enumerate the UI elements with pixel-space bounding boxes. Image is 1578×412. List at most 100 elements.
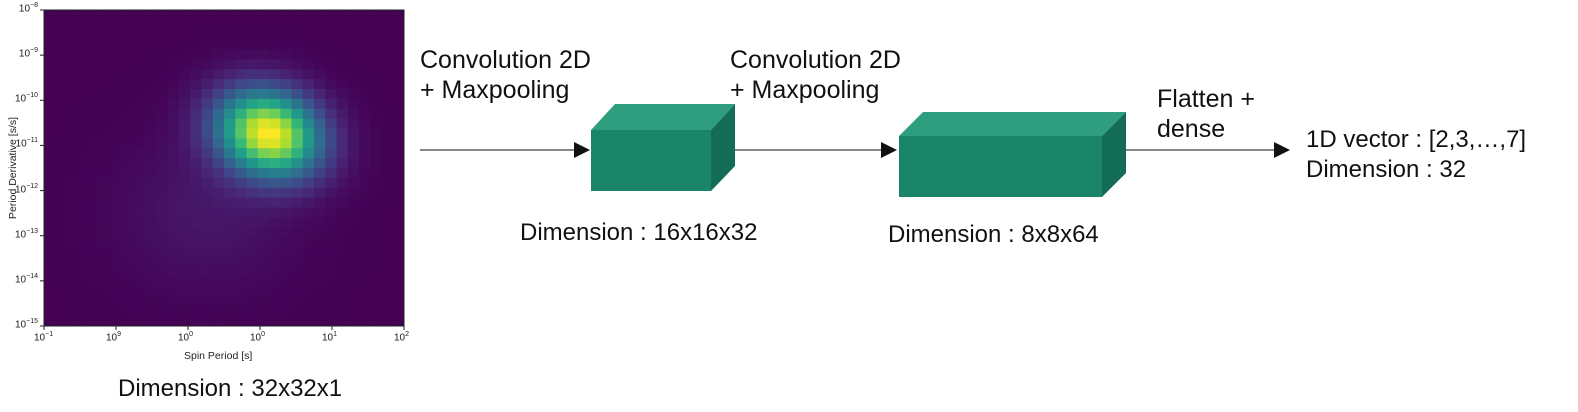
heatmap-cell — [44, 10, 56, 21]
heatmap-cell — [212, 138, 225, 149]
heatmap-cell — [336, 197, 349, 208]
heatmap-cell — [246, 138, 259, 149]
heatmap-cell — [314, 19, 326, 31]
heatmap-cell — [314, 296, 326, 307]
heatmap-cell — [77, 79, 90, 90]
heatmap-cell — [201, 39, 214, 50]
heatmap-cell — [201, 207, 214, 218]
heatmap-cell — [246, 158, 259, 169]
heatmap-cell — [55, 59, 67, 70]
heatmap-cell — [291, 158, 304, 169]
heatmap-cell — [291, 29, 304, 41]
heatmap-cell — [314, 237, 326, 248]
heatmap-cell — [89, 29, 101, 41]
heatmap-cell — [257, 89, 270, 100]
heatmap-cell — [359, 138, 371, 149]
heatmap-cell — [381, 296, 394, 307]
heatmap-cell — [269, 296, 281, 307]
heatmap-cell — [314, 276, 326, 287]
heatmap-cell — [55, 296, 67, 307]
heatmap-cell — [392, 256, 405, 268]
heatmap-cell — [156, 168, 169, 179]
heatmap-cell — [111, 296, 124, 307]
heatmap-cell — [235, 237, 247, 248]
heatmap-cell — [190, 286, 202, 297]
heatmap-cell — [291, 98, 304, 110]
heatmap-cell — [224, 316, 236, 327]
heatmap-cell — [381, 197, 394, 208]
heatmap-cell — [66, 79, 79, 90]
heatmap-cell — [280, 187, 292, 199]
heatmap-cell — [122, 256, 135, 268]
heatmap-cell — [111, 177, 124, 189]
heatmap-cell — [122, 59, 135, 70]
heatmap-cell — [66, 187, 79, 199]
heatmap-cell — [190, 59, 202, 70]
heatmap-cell — [280, 306, 292, 317]
heatmap-cell — [111, 29, 124, 41]
heatmap-cell — [269, 266, 281, 278]
heatmap-cell — [100, 128, 112, 139]
heatmap-cell — [302, 286, 315, 297]
heatmap-cell — [325, 207, 337, 218]
heatmap-cell — [280, 266, 292, 278]
heatmap-cell — [392, 108, 405, 120]
heatmap-cell — [111, 276, 124, 287]
heatmap-cell — [257, 158, 270, 169]
heatmap-cell — [224, 10, 236, 21]
conv1-label-line1: Convolution 2D — [420, 46, 591, 74]
heatmap-cell — [325, 29, 337, 41]
heatmap-cell — [246, 79, 259, 90]
heatmap-cell — [77, 118, 90, 129]
heatmap-cell — [280, 138, 292, 149]
heatmap-cell — [89, 98, 101, 110]
heatmap-cell — [100, 10, 112, 21]
heatmap-cell — [370, 286, 382, 297]
heatmap-cell — [167, 177, 180, 189]
heatmap-cell — [246, 177, 259, 189]
heatmap-cell — [302, 296, 315, 307]
heatmap-cell — [314, 108, 326, 120]
heatmap-cell — [100, 266, 112, 278]
heatmap-cell — [55, 177, 67, 189]
heatmap-cell — [392, 89, 405, 100]
heatmap-cell — [370, 306, 382, 317]
heatmap-cell — [66, 138, 79, 149]
heatmap-cell — [381, 207, 394, 218]
heatmap-cell — [179, 98, 191, 110]
heatmap-cell — [44, 316, 56, 327]
heatmap-cell — [291, 187, 304, 199]
heatmap-cell — [325, 158, 337, 169]
heatmap-cell — [302, 10, 315, 21]
heatmap-cell — [212, 69, 225, 80]
heatmap-cell — [190, 217, 202, 228]
heatmap-cell — [179, 118, 191, 129]
heatmap-cell — [55, 316, 67, 327]
heatmap-cell — [325, 69, 337, 80]
heatmap-cell — [359, 276, 371, 287]
heatmap-cell — [359, 207, 371, 218]
heatmap-cell — [370, 79, 382, 90]
block2-front-face — [899, 136, 1102, 197]
heatmap-cell — [302, 148, 315, 159]
heatmap-cell — [235, 256, 247, 268]
heatmap-cell — [44, 89, 56, 100]
heatmap-cell — [235, 98, 247, 110]
heatmap-cell — [122, 247, 135, 258]
heatmap-cell — [167, 10, 180, 21]
heatmap-cell — [66, 197, 79, 208]
heatmap-cell — [359, 217, 371, 228]
heatmap-cell — [179, 197, 191, 208]
heatmap-cell — [224, 227, 236, 238]
heatmap-cell — [302, 306, 315, 317]
heatmap-cell — [134, 108, 146, 120]
heatmap-cell — [77, 187, 90, 199]
heatmap-cell — [302, 79, 315, 90]
heatmap-cell — [100, 247, 112, 258]
heatmap-cell — [66, 217, 79, 228]
heatmap-cell — [55, 168, 67, 179]
heatmap-cell — [89, 108, 101, 120]
heatmap-cell — [257, 19, 270, 31]
heatmap-cell — [66, 29, 79, 41]
